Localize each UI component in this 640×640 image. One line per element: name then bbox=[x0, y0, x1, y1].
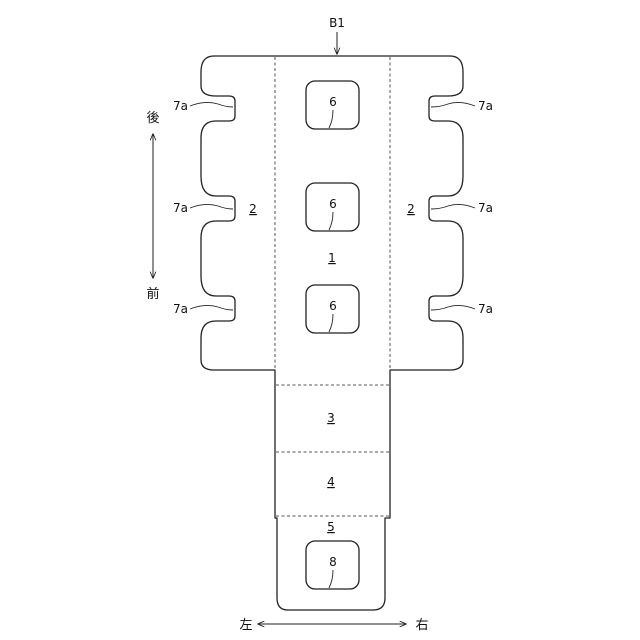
panel-3-label: 3 bbox=[327, 411, 335, 425]
panel-2-right-label: 2 bbox=[407, 202, 415, 216]
notch-leader-right-bottom bbox=[431, 305, 475, 310]
leader-hole-6-top bbox=[329, 110, 333, 128]
panel-5-label: 5 bbox=[327, 520, 335, 534]
leader-hole-6-middle bbox=[329, 212, 333, 230]
notch-label-right-top: 7a bbox=[478, 99, 493, 113]
leader-hole-8 bbox=[329, 570, 333, 588]
notch-label-left-bottom: 7a bbox=[173, 302, 188, 316]
panel-2-left-label: 2 bbox=[249, 202, 257, 216]
notch-label-left-middle: 7a bbox=[173, 201, 188, 215]
direction-front-label: 前 bbox=[146, 286, 159, 302]
panel-4-label: 4 bbox=[327, 475, 335, 489]
notch-leader-left-top bbox=[190, 102, 233, 107]
notch-leader-right-middle bbox=[431, 204, 475, 209]
hole-8-label: 8 bbox=[329, 555, 337, 569]
hole-6-top-label: 6 bbox=[329, 95, 337, 109]
notch-leader-left-middle bbox=[190, 204, 233, 209]
direction-left-label: 左 bbox=[239, 618, 252, 633]
notch-label-right-middle: 7a bbox=[478, 201, 493, 215]
direction-right-label: 右 bbox=[415, 618, 428, 633]
blank-label: B1 bbox=[329, 16, 345, 30]
direction-back-label: 後 bbox=[146, 111, 159, 126]
leader-hole-6-bottom bbox=[329, 314, 333, 332]
notch-leader-right-top bbox=[431, 102, 475, 107]
hole-6-bottom-label: 6 bbox=[329, 299, 337, 313]
notch-label-left-top: 7a bbox=[173, 99, 188, 113]
panel-1-label: 1 bbox=[328, 251, 336, 265]
notch-leader-left-bottom bbox=[190, 305, 233, 310]
hole-6-middle-label: 6 bbox=[329, 197, 337, 211]
notch-label-right-bottom: 7a bbox=[478, 302, 493, 316]
